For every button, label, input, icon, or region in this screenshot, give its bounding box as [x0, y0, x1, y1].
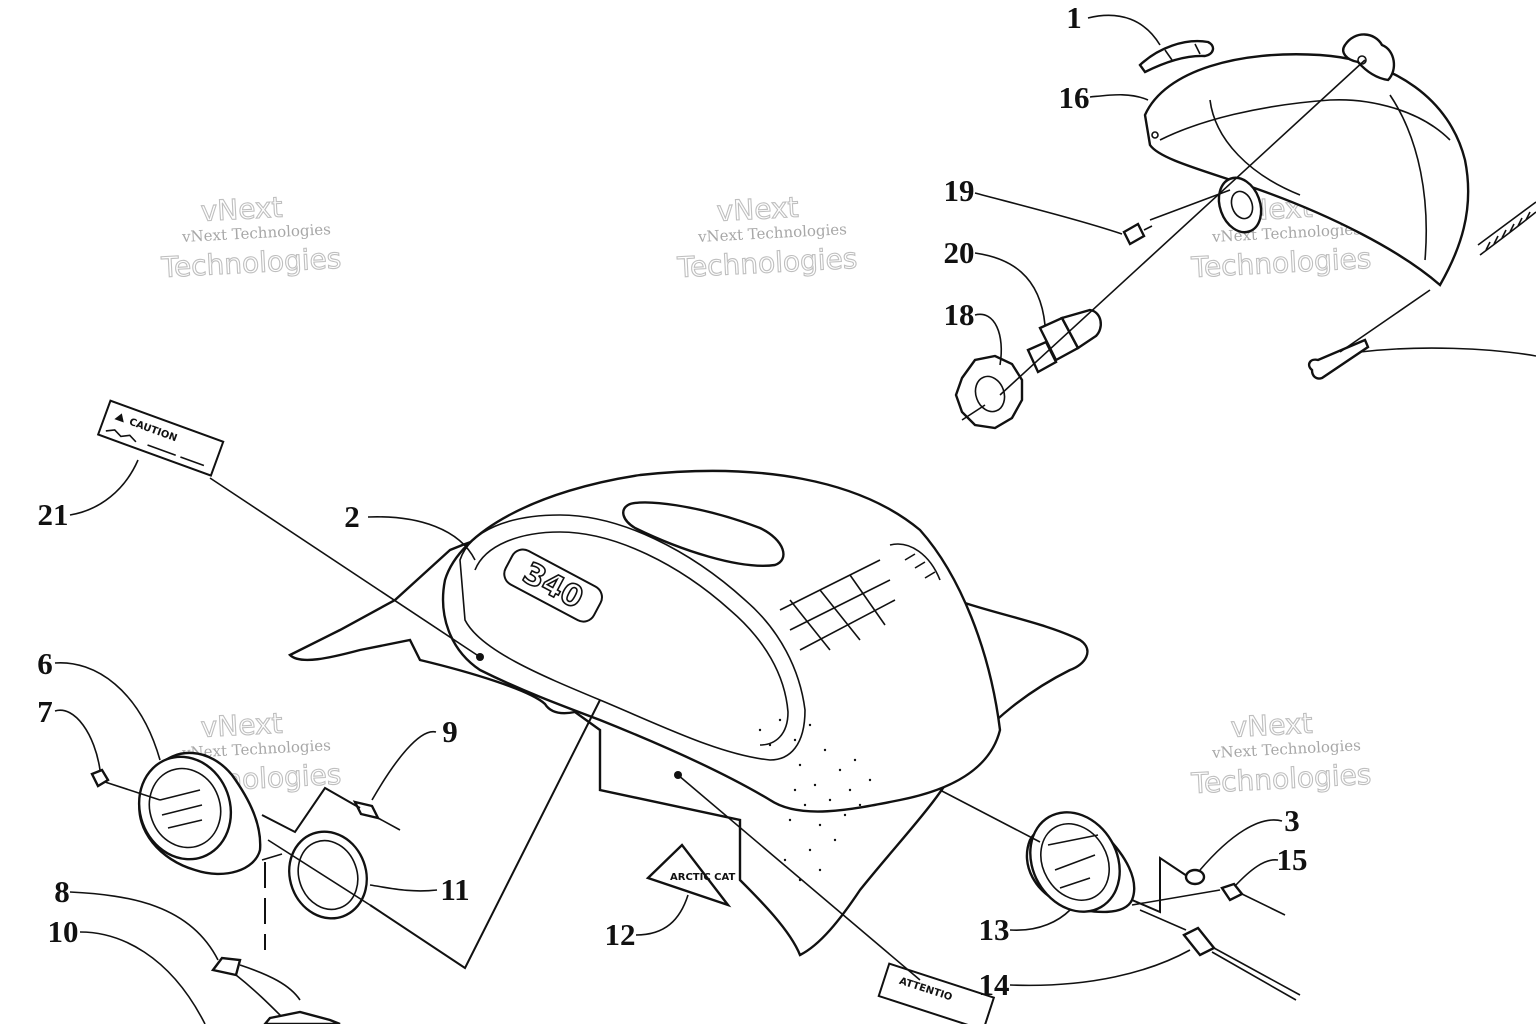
callout-7: 7 [37, 694, 53, 729]
callout-2: 2 [344, 499, 360, 534]
right-gauge-part [1025, 811, 1136, 914]
caution-decal: CAUTION [96, 399, 225, 477]
pin-part [352, 800, 381, 820]
svg-text:ARCTIC CAT: ARCTIC CAT [670, 872, 735, 883]
watermark-1: vNext vNext Technologies Technologies [159, 190, 342, 285]
callout-18: 18 [944, 297, 975, 332]
console-assembly: 340 [287, 469, 1089, 957]
callout-11: 11 [440, 872, 469, 907]
callout-13: 13 [979, 912, 1010, 947]
logo-decal: ARCTIC CAT [645, 843, 735, 908]
stipple-shading [758, 718, 872, 882]
washer-part [1184, 868, 1206, 886]
headlight-assembly [954, 33, 1536, 430]
callout-10: 10 [48, 914, 79, 949]
main-bulb-part [1026, 308, 1102, 374]
svg-text:vNext: vNext [716, 191, 799, 228]
svg-text:Technologies: Technologies [676, 242, 858, 284]
callout-3: 3 [1284, 803, 1300, 838]
callout-1: 1 [1066, 0, 1082, 35]
callout-16: 16 [1059, 80, 1090, 115]
leader-lines [54, 14, 1536, 1024]
callout-8: 8 [54, 874, 70, 909]
retaining-ring-part [954, 354, 1024, 430]
nut-part [90, 768, 110, 788]
bezel-ring-part [288, 830, 368, 920]
small-bulb-part [1122, 222, 1146, 246]
callout-14: 14 [979, 967, 1010, 1002]
wiring-harness-part [210, 956, 341, 1024]
left-gauge-part [137, 751, 283, 876]
callout-labels: 1 16 19 20 18 21 2 6 7 9 11 8 10 12 3 15… [37, 0, 1307, 1002]
nut-small-part [1220, 882, 1244, 902]
svg-text:Technologies: Technologies [1190, 242, 1372, 284]
callout-15: 15 [1277, 842, 1308, 877]
callout-12: 12 [605, 917, 636, 952]
svg-text:Technologies: Technologies [160, 242, 342, 284]
attention-decal: ATTENTIO [877, 962, 996, 1024]
callout-9: 9 [442, 714, 458, 749]
clip-part [1138, 39, 1215, 74]
svg-text:Technologies: Technologies [1190, 758, 1372, 800]
svg-text:vNext: vNext [200, 191, 283, 228]
watermark-6: vNext vNext Technologies Technologies [1189, 706, 1372, 801]
callout-20: 20 [944, 235, 975, 270]
svg-text:vNext: vNext [1230, 707, 1313, 744]
watermark-2: vNext vNext Technologies Technologies [675, 190, 858, 285]
cable-part [1139, 909, 1301, 1001]
console-dome-part [441, 469, 1002, 813]
callout-19: 19 [944, 173, 975, 208]
callout-6: 6 [37, 646, 53, 681]
svg-text:vNext: vNext [200, 707, 283, 744]
callout-21: 21 [38, 497, 69, 532]
